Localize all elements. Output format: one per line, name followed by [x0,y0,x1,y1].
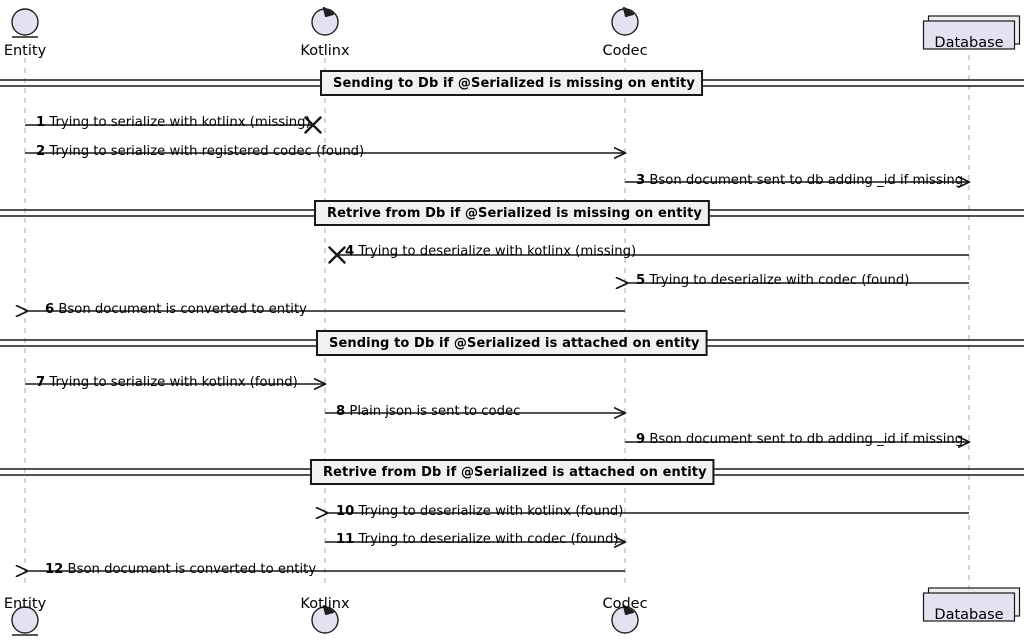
message-label-10: 10 Trying to deserialize with kotlinx (f… [336,505,623,518]
message-number: 2 [36,144,46,159]
control-arrow-icon [622,604,635,616]
message-number: 9 [636,432,646,447]
message-text: Bson document sent to db adding _id if m… [645,432,964,447]
head-label-database: Database [934,35,1004,51]
head-icon-codec [611,6,639,36]
message-4 [328,246,969,264]
message-number: 10 [336,504,355,519]
message-text: Trying to deserialize with codec (found) [645,273,910,288]
head-icon-database [922,15,1021,50]
message-1 [25,116,322,134]
divider-div3 [0,330,1024,356]
message-text: Trying to deserialize with kotlinx (foun… [354,504,624,519]
message-text: Trying to serialize with kotlinx (found) [45,375,298,390]
message-number: 7 [36,375,46,390]
divider-div1 [0,70,1024,96]
divider-label: Sending to Db if @Serialized is missing … [333,76,695,91]
message-number: 12 [45,562,64,577]
message-label-3: 3 Bson document sent to db adding _id if… [636,174,963,187]
message-number: 1 [36,115,46,130]
message-text: Bson document sent to db adding _id if m… [645,173,964,188]
lost-message-x-icon [328,246,346,264]
head-icon-kotlinx [311,6,339,36]
entity-circle-icon [11,8,39,36]
control-arrow-icon [322,6,335,18]
message-text: Bson document is converted to entity [54,302,307,317]
message-number: 5 [636,273,646,288]
collections-front-box-icon [922,20,1016,50]
divider-label: Retrive from Db if @Serialized is missin… [327,206,702,221]
foot-label-codec: Codec [602,596,648,612]
message-label-7: 7 Trying to serialize with kotlinx (foun… [36,376,298,389]
foot-label-database: Database [934,607,1004,623]
message-number: 8 [336,404,346,419]
lost-message-x-icon [304,116,322,134]
message-number: 6 [45,302,55,317]
message-text: Plain json is sent to codec [345,404,521,419]
message-text: Trying to serialize with kotlinx (missin… [45,115,311,130]
divider-div4 [0,459,1024,485]
divider-label: Sending to Db if @Serialized is attached… [329,336,700,351]
message-number: 11 [336,532,355,547]
message-number: 3 [636,173,646,188]
foot-icon-codec [611,604,639,634]
divider-label: Retrive from Db if @Serialized is attach… [323,465,707,480]
message-number: 4 [345,244,355,259]
message-text: Trying to serialize with registered code… [45,144,365,159]
divider-plaque [316,330,708,356]
divider-plaque [310,459,715,485]
control-arrow-icon [322,604,335,616]
divider-plaque [320,70,704,96]
message-label-1: 1 Trying to serialize with kotlinx (miss… [36,116,311,129]
collections-front-box-icon [922,592,1016,622]
control-arrow-icon [622,6,635,18]
message-label-6: 6 Bson document is converted to entity [45,303,307,316]
foot-label-entity: Entity [3,596,47,612]
foot-label-kotlinx: Kotlinx [300,596,350,612]
foot-icon-entity [11,606,39,636]
message-text: Bson document is converted to entity [63,562,317,577]
entity-circle-icon [11,606,39,634]
message-label-8: 8 Plain json is sent to codec [336,405,520,418]
message-text: Trying to deserialize with kotlinx (miss… [354,244,637,259]
message-label-12: 12 Bson document is converted to entity [45,563,316,576]
head-label-codec: Codec [602,43,648,59]
head-label-entity: Entity [3,43,47,59]
message-label-4: 4 Trying to deserialize with kotlinx (mi… [345,245,636,258]
foot-icon-database [922,587,1021,622]
message-label-5: 5 Trying to deserialize with codec (foun… [636,274,909,287]
message-text: Trying to deserialize with codec (found) [354,532,619,547]
message-label-9: 9 Bson document sent to db adding _id if… [636,433,963,446]
head-label-kotlinx: Kotlinx [300,43,350,59]
message-label-2: 2 Trying to serialize with registered co… [36,145,364,158]
divider-plaque [314,200,710,226]
divider-div2 [0,200,1024,226]
foot-icon-kotlinx [311,604,339,634]
message-label-11: 11 Trying to deserialize with codec (fou… [336,533,619,546]
head-icon-entity [11,8,39,38]
